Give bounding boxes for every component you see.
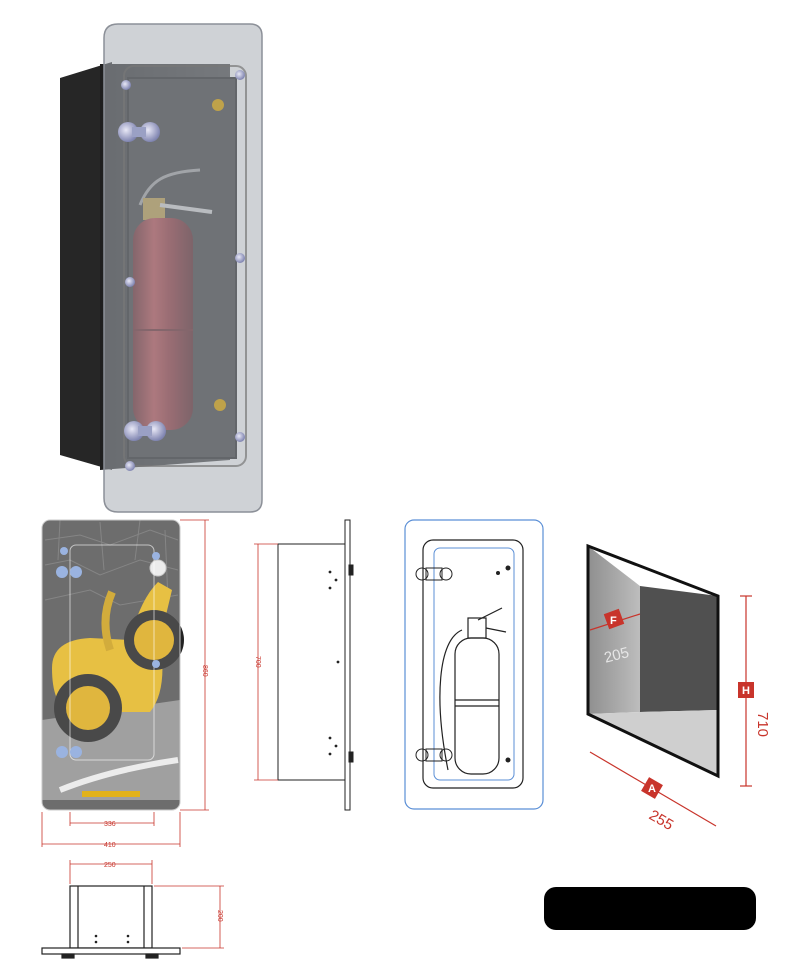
panel-glass-overlay (41, 519, 181, 811)
recess-badge-a: A (641, 777, 663, 799)
panel-knobs (56, 547, 160, 758)
recess-left-wall (588, 546, 640, 714)
svg-text:F: F (610, 615, 617, 627)
side-view-flange (344, 519, 351, 811)
brand-strip (82, 791, 140, 797)
black-label-bar (544, 887, 756, 930)
recess-dim-h: 710 (754, 712, 771, 737)
cabinet-side-panel (60, 62, 112, 470)
vespa-rear-hub (66, 686, 110, 730)
front-dim-outer-width: 410 (104, 842, 116, 849)
top-view-holes (94, 934, 130, 944)
front-dim-inner-width: 336 (104, 821, 116, 828)
inside-fitting-bottom (505, 757, 511, 763)
svg-text:A: A (648, 783, 656, 795)
side-view-dimensions (254, 543, 278, 781)
recess-badge-h: H (738, 682, 754, 698)
recess-badge-f: F (603, 608, 625, 630)
inside-view-frame (422, 539, 524, 789)
inside-fitting-top (505, 565, 511, 571)
hero-cabinet-render (60, 23, 263, 513)
top-dim-depth: 200 (216, 910, 223, 922)
recess-outline (586, 543, 720, 779)
front-dim-height: 860 (201, 665, 208, 677)
front-view-dimensions (41, 519, 209, 847)
glass-bolts (121, 70, 245, 471)
fitting-bottom (214, 399, 226, 411)
inside-mount-hole (496, 571, 500, 575)
magnetic-knob-top (118, 122, 160, 142)
panel-inner-outline (69, 544, 155, 761)
top-view-flange (41, 947, 181, 955)
side-view-drawing (277, 519, 354, 811)
glass-inner-frame (123, 65, 247, 467)
inside-view-border (404, 519, 544, 810)
recess-back-wall (640, 586, 718, 712)
side-view-screw-holes (328, 570, 340, 756)
fitting-top (212, 99, 224, 111)
svg-text:H: H (742, 685, 750, 697)
inside-view-extinguisher (439, 607, 507, 775)
glass-front-panel (103, 23, 263, 513)
side-dim-height: 700 (254, 656, 261, 668)
recess-dim-f: 205 (602, 644, 630, 667)
top-view-drawing (41, 885, 181, 959)
road-marking (58, 757, 179, 793)
recess-diagram (586, 543, 720, 779)
recess-dim-a: 255 (646, 807, 676, 834)
top-view-box (69, 885, 153, 949)
vespa-front-fender (101, 590, 116, 652)
top-view-dimensions (69, 860, 224, 949)
inside-view-inner (433, 547, 515, 781)
inside-view-drawing (404, 519, 544, 810)
top-dim-width: 250 (104, 862, 116, 869)
front-view-panel (41, 519, 184, 811)
magnetic-knob-bottom (124, 421, 166, 441)
